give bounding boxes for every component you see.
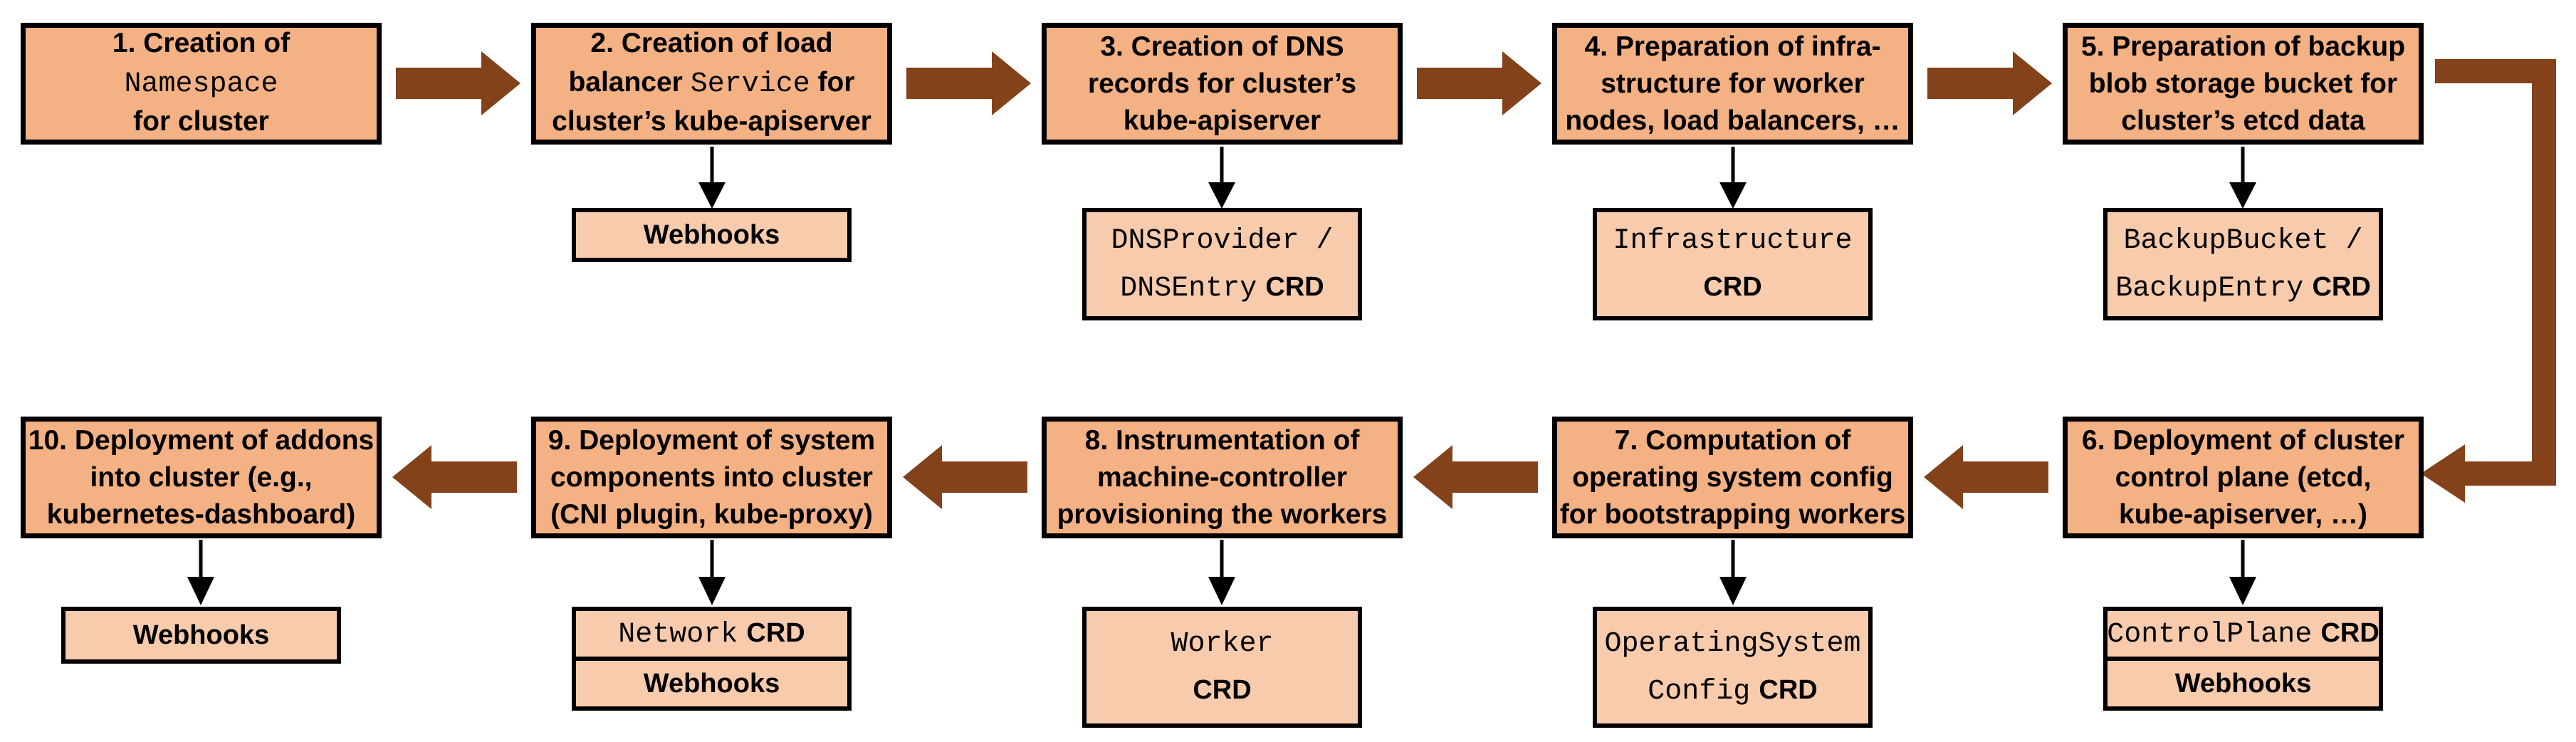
step-2-webhooks-box: Webhooks: [572, 208, 852, 262]
crd-arrow-step9: [698, 540, 726, 605]
step-1-box: 1. Creation of Namespace for cluster: [21, 23, 382, 145]
flow-arrow-3-4: [1417, 51, 1541, 115]
step-5-line-3: cluster’s etcd data: [2121, 105, 2365, 136]
step-6-line-3: kube-apiserver, …): [2119, 498, 2367, 530]
step-10-line-1: 10. Deployment of addons: [28, 424, 375, 456]
webhooks-label: Webhooks: [132, 620, 270, 650]
step-7-box: 7. Computation of operating system confi…: [1552, 417, 1913, 538]
step-3-line-2: records for cluster’s: [1087, 68, 1357, 99]
step-5-line-1: 5. Preparation of backup: [2080, 31, 2406, 62]
crd-arrow-step6: [2229, 540, 2256, 605]
step-1-line-2: Namespace: [124, 68, 278, 100]
step-10-box: 10. Deployment of addons into cluster (e…: [21, 417, 382, 538]
step-6-box: 6. Deployment of cluster control plane (…: [2063, 417, 2424, 538]
step-9-webhooks-box: Webhooks: [572, 657, 852, 711]
step-8-crd-box: Worker CRD: [1082, 607, 1362, 728]
step-4-box: 4. Preparation of infra- structure for w…: [1552, 23, 1913, 145]
flow-arrow-2-3: [906, 51, 1031, 115]
step-5-line-2: blob storage bucket for: [2088, 68, 2398, 99]
step-3-line-1: 3. Creation of DNS: [1100, 31, 1344, 62]
crd-line: CRD: [1703, 272, 1762, 302]
step-7-line-1: 7. Computation of: [1614, 424, 1851, 456]
flow-arrow-9-10: [392, 445, 517, 509]
crd-arrow-step8: [1208, 540, 1235, 605]
step-10-webhooks-box: Webhooks: [61, 607, 341, 664]
step-9-box: 9. Deployment of system components into …: [531, 417, 892, 538]
webhooks-label: Webhooks: [643, 669, 780, 699]
crd-arrow-step5: [2229, 147, 2256, 209]
crd-line: BackupBucket /: [2123, 225, 2363, 257]
flow-arrow-1-2: [396, 51, 520, 115]
step-10-line-3: kubernetes-dashboard): [46, 498, 356, 530]
flow-arrow-4-5: [1927, 51, 2052, 115]
webhooks-label: Webhooks: [643, 220, 780, 250]
step-2-box: 2. Creation of load balancer Service for…: [531, 23, 892, 145]
step-9-line-1: 9. Deployment of system: [548, 424, 876, 456]
flow-arrow-5-6-elbow: [2421, 59, 2556, 503]
step-9-line-2: components into cluster: [550, 461, 873, 493]
step-7-line-2: operating system config: [1572, 461, 1893, 493]
step-4-line-2: structure for worker: [1601, 68, 1865, 99]
crd-arrow-step4: [1719, 147, 1747, 209]
step-4-line-3: nodes, load balancers, …: [1565, 105, 1900, 136]
step-9-line-3: (CNI plugin, kube-proxy): [550, 498, 873, 530]
step-2-line-2: balancer Service for: [568, 67, 855, 100]
flow-arrow-8-9: [903, 445, 1027, 509]
step-8-line-2: machine-controller: [1096, 461, 1348, 493]
step-2-line-3: cluster’s kube-apiserver: [552, 106, 871, 137]
step-3-line-3: kube-apiserver: [1123, 105, 1321, 136]
crd-arrow-step2: [698, 147, 726, 209]
step-8-line-3: provisioning the workers: [1057, 498, 1388, 530]
crd-line: Worker: [1171, 628, 1274, 660]
crd-line: OperatingSystem: [1604, 628, 1861, 660]
step-6-line-1: 6. Deployment of cluster: [2082, 424, 2404, 456]
step-7-line-3: for bootstrapping workers: [1559, 498, 1906, 530]
step-10-line-2: into cluster (e.g.,: [90, 461, 313, 493]
flow-arrow-6-7: [1924, 445, 2048, 509]
crd-arrow-step10: [187, 540, 214, 605]
step-6-line-2: control plane (etcd,: [2115, 461, 2372, 493]
crd-arrow-step3: [1208, 147, 1235, 209]
step-4-line-1: 4. Preparation of infra-: [1584, 31, 1881, 62]
step-5-box: 5. Preparation of backup blob storage bu…: [2063, 23, 2424, 145]
flow-arrow-7-8: [1413, 445, 1538, 509]
step-8-box: 8. Instrumentation of machine-controller…: [1042, 417, 1403, 538]
step-1-line-1: 1. Creation of: [112, 28, 290, 58]
step-8-line-1: 8. Instrumentation of: [1084, 424, 1360, 456]
crd-line: Infrastructure: [1613, 225, 1853, 257]
step-4-crd-box: Infrastructure CRD: [1593, 208, 1873, 320]
crd-line: CRD: [1193, 675, 1252, 705]
crd-arrow-step7: [1719, 540, 1747, 605]
step-1-line-3: for cluster: [133, 106, 269, 137]
webhooks-label: Webhooks: [2174, 669, 2312, 699]
step-6-webhooks-box: Webhooks: [2103, 657, 2383, 711]
step-2-line-1: 2. Creation of load: [590, 28, 833, 58]
step-3-box: 3. Creation of DNS records for cluster’s…: [1042, 23, 1403, 145]
crd-line: DNSProvider /: [1111, 225, 1334, 257]
